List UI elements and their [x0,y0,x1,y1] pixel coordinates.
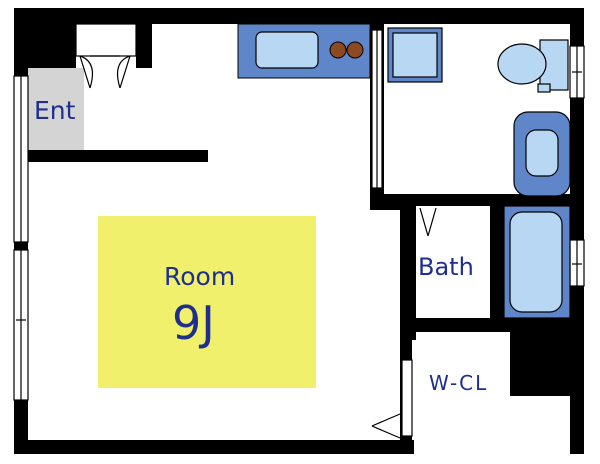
entrance-label: Ent [34,96,76,125]
bath-door [419,207,437,237]
entrance-door [75,23,137,89]
kitchen-sink [255,31,319,69]
closet-door [371,359,413,439]
kitchen-counter [237,23,371,79]
left-windows [13,75,29,401]
room-label: Room [164,262,236,291]
entrance-floor [28,68,84,150]
sliding-door [371,29,383,189]
right-windows [569,45,585,287]
room-area [98,216,316,388]
stove-burner-right [346,41,364,59]
washroom-fixtures [387,27,571,197]
room-size-label: 9J [172,296,215,350]
bathtub [503,205,571,319]
closet-label: W-CL [429,371,489,395]
toilet-bowl [497,43,547,85]
bath-label: Bath [418,253,474,281]
stove-burner-left [329,41,347,59]
